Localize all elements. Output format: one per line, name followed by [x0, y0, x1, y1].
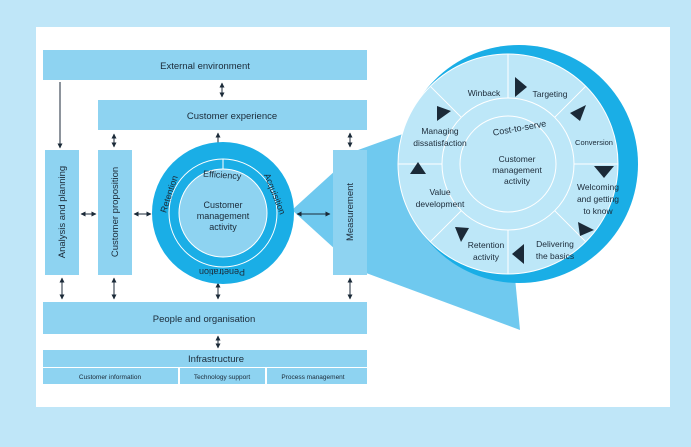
outer-center-line1: Customer	[499, 154, 536, 164]
infra-customer-information-box	[43, 368, 178, 384]
inner-center-line3: activity	[209, 222, 237, 232]
segment-targeting: Targeting	[533, 89, 568, 99]
segment-welcoming-3: to know	[583, 206, 613, 216]
flow-arrow-delivering	[512, 244, 524, 264]
segment-managing-2: dissatisfaction	[413, 138, 467, 148]
inner-ring-bottom: Penetration	[199, 267, 245, 277]
external-environment-label: External environment	[160, 61, 250, 72]
segment-value-2: development	[416, 199, 465, 209]
segment-value-1: Value	[429, 187, 450, 197]
external-environment-box	[43, 50, 367, 80]
flow-arrow-value	[410, 162, 426, 174]
flow-arrow-managing	[437, 106, 451, 121]
infrastructure-label: Infrastructure	[188, 354, 244, 365]
outer-center-line2: management	[492, 165, 542, 175]
customer-proposition-box	[98, 150, 132, 275]
segment-welcoming-2: and getting	[577, 194, 619, 204]
analysis-planning-box	[45, 150, 79, 275]
people-organisation-box	[43, 302, 367, 334]
infrastructure-box	[43, 350, 367, 367]
outer-center-line3: activity	[504, 176, 531, 186]
inner-center-line1: Customer	[203, 200, 242, 210]
flow-arrow-winback	[515, 77, 527, 97]
segment-delivering-2: the basics	[536, 251, 574, 261]
segment-managing-1: Managing	[421, 126, 459, 136]
segment-retention-2: activity	[473, 252, 500, 262]
segment-conversion: Conversion	[575, 138, 613, 147]
inner-circle	[152, 142, 294, 284]
flow-arrow-retention	[455, 227, 469, 242]
flow-arrow-targeting	[570, 105, 586, 121]
infra-technology-support-label: Technology support	[194, 374, 251, 381]
inner-ring-top: Efficiency	[203, 169, 242, 182]
flow-arrows	[410, 77, 614, 264]
inner-center-line2: management	[197, 211, 250, 221]
analysis-planning-label: Analysis and planning	[57, 166, 68, 258]
segment-welcoming-1: Welcoming	[577, 182, 619, 192]
customer-experience-box	[98, 100, 367, 130]
measurement-label: Measurement	[345, 183, 356, 241]
customer-proposition-label: Customer proposition	[110, 167, 121, 257]
flow-arrow-conversion	[594, 166, 614, 178]
flow-arrow-welcoming	[578, 222, 594, 236]
infra-process-management-label: Process management	[281, 374, 344, 381]
segment-winback: Winback	[468, 88, 501, 98]
people-organisation-label: People and organisation	[153, 314, 255, 325]
infra-process-management-box	[267, 368, 367, 384]
customer-experience-label: Customer experience	[187, 111, 277, 122]
infra-customer-information-label: Customer information	[79, 374, 142, 381]
infra-technology-support-box	[180, 368, 265, 384]
measurement-box	[333, 150, 367, 275]
segment-retention-1: Retention	[468, 240, 505, 250]
segment-delivering-1: Delivering	[536, 239, 574, 249]
